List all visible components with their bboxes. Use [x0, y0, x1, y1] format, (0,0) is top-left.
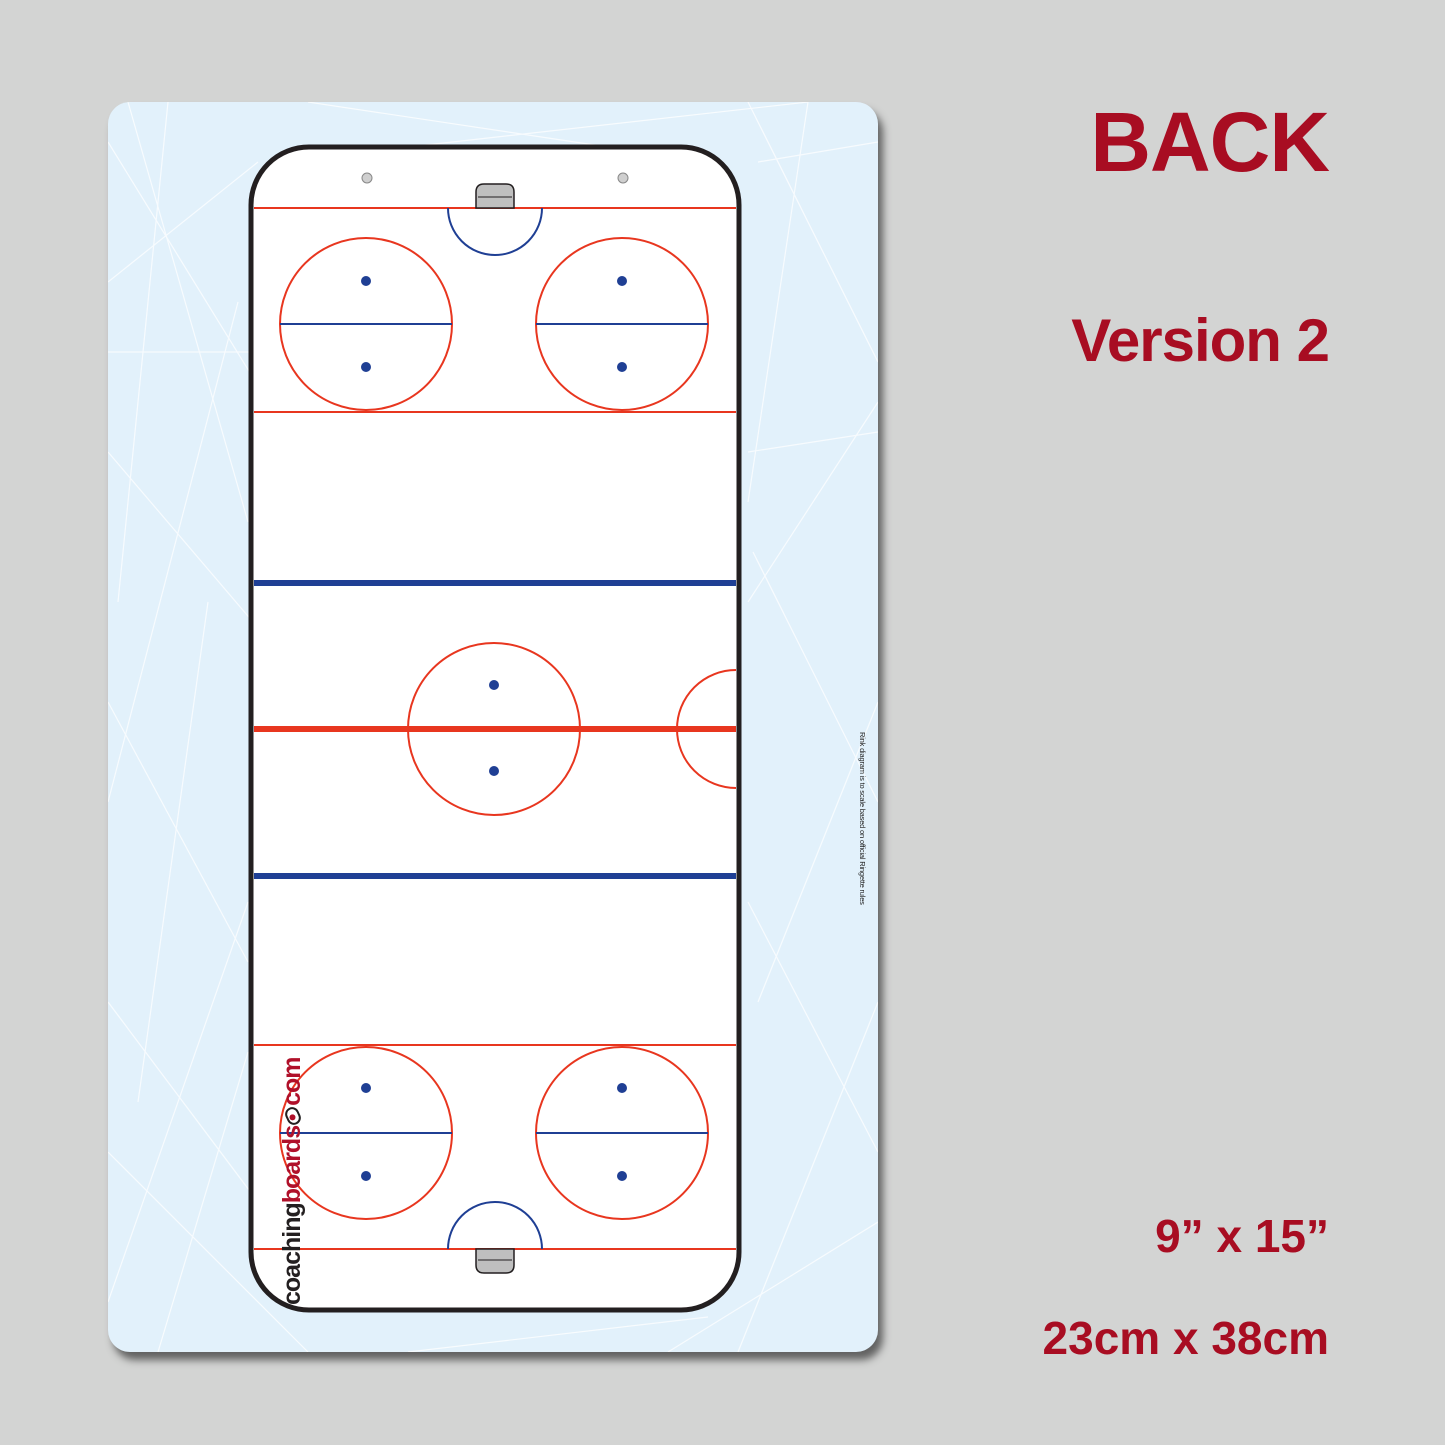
blue-line-top [254, 580, 736, 586]
net-bottom [475, 1248, 515, 1274]
mounting-hole-right [617, 172, 629, 184]
faceoff-circle-top-left [279, 237, 453, 411]
bench-half-circle [676, 669, 737, 789]
rink-diagram [248, 144, 742, 1313]
brand-logo-left: coachingboardscom [278, 1057, 306, 1305]
rink-disclaimer: Rink diagram is to scale based on offici… [858, 732, 867, 905]
center-circle [407, 642, 581, 816]
mounting-hole-left [361, 172, 373, 184]
faceoff-circle-bottom-left [279, 1046, 453, 1220]
faceoff-circle-top-right [535, 237, 709, 411]
blue-line-bottom [254, 873, 736, 879]
side-label: BACK [1090, 95, 1330, 189]
center-line [254, 726, 736, 732]
ringette-ring-icon [283, 1104, 304, 1128]
faceoff-circle-bottom-right [535, 1046, 709, 1220]
size-inches-label: 9” x 15” [1155, 1210, 1329, 1262]
net-top [475, 183, 515, 209]
goal-crease-bottom [447, 1201, 543, 1250]
version-label: Version 2 [1071, 307, 1330, 374]
goal-crease-top [447, 207, 543, 256]
coaching-board: coachingboardscom coachingboardscom Rink… [108, 102, 878, 1352]
size-cm-label: 23cm x 38cm [1042, 1312, 1329, 1364]
ice-texture [108, 102, 878, 1352]
